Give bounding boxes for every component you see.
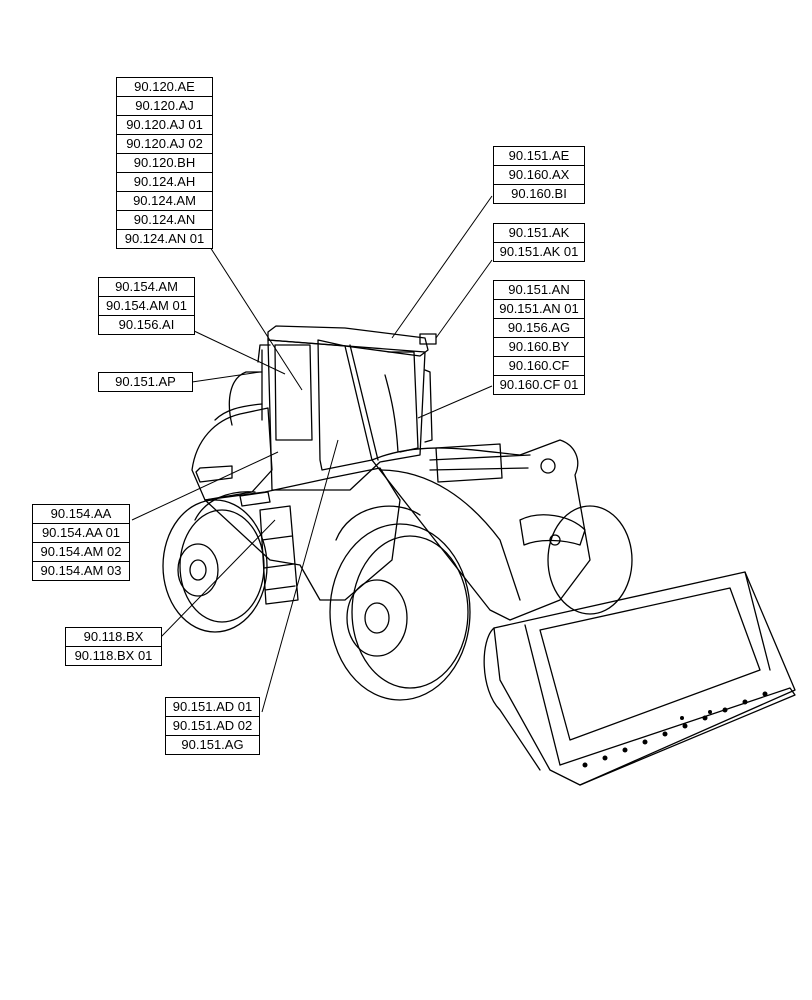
- callout-label: 90.160.CF: [494, 357, 584, 376]
- front-wheel: [329, 523, 471, 701]
- callout-label: 90.156.AG: [494, 319, 584, 338]
- cab-front-rail: [424, 369, 433, 443]
- callout-label: 90.151.AG: [181, 737, 244, 752]
- callout-label: 90.151.AN 01: [494, 300, 584, 319]
- callout-label: 90.124.AH: [117, 173, 212, 192]
- rear-wheel-cap: [189, 559, 207, 581]
- callout-label: 90.154.AM: [99, 278, 194, 297]
- callout-label: 90.151.AK: [494, 224, 584, 243]
- front-wheel-cap: [364, 602, 390, 634]
- callout-label: 90.124.AN 01: [124, 231, 205, 246]
- cab-door-frame: [349, 344, 419, 461]
- callout-label: 90.156.AI: [118, 317, 175, 332]
- arm-pivot: [540, 458, 556, 474]
- far-front-wheel: [547, 505, 633, 615]
- bucket-back: [483, 627, 541, 771]
- callout-label: 90.160.BY: [494, 338, 584, 357]
- callout-label: 90.151.AD 01: [166, 698, 259, 717]
- rear-fender: [194, 491, 256, 521]
- callout-label: 90.120.BH: [117, 154, 212, 173]
- rear-wheel: [162, 499, 268, 633]
- callout-label: 90.151.AK 01: [499, 244, 579, 259]
- loader-arm: [371, 439, 591, 621]
- bucket-lip: [559, 687, 796, 786]
- callout-label: 90.120.AE: [117, 78, 212, 97]
- callout-label: 90.160.BI: [511, 186, 567, 201]
- chassis: [204, 467, 401, 601]
- front-wheel-hub: [346, 579, 408, 657]
- bucket: [493, 571, 796, 786]
- hydraulic-block: [435, 443, 503, 483]
- bucket-interior: [539, 587, 761, 741]
- callout-label: 90.154.AA 01: [33, 524, 129, 543]
- callout-group-handrail: 90.151.AP: [98, 372, 193, 392]
- cab-side-window: [317, 339, 373, 471]
- rear-wheel-hub: [177, 543, 219, 597]
- callout-label: 90.151.AP: [115, 374, 176, 389]
- callout-label: 90.154.AM 01: [99, 297, 194, 316]
- callout-label: 90.160.AX: [494, 166, 584, 185]
- callout-label: 90.118.BX 01: [74, 648, 153, 663]
- step-ladder: [259, 505, 299, 605]
- callout-label: 90.154.AM 02: [33, 543, 129, 562]
- callout-label: 90.120.AJ 02: [117, 135, 212, 154]
- cab-rear-window: [274, 344, 313, 441]
- engine-hood: [191, 407, 273, 501]
- callout-label: 90.160.CF 01: [499, 377, 579, 392]
- callout-label: 90.118.BX: [66, 628, 161, 647]
- callout-label: 90.120.AJ: [117, 97, 212, 116]
- callout-label: 90.154.AM 03: [40, 563, 122, 578]
- hood-top: [214, 403, 263, 421]
- callout-label: 90.120.AJ 01: [117, 116, 212, 135]
- front-fender: [335, 505, 421, 541]
- exhaust-stack: [228, 371, 263, 426]
- tilt-cylinder: [429, 454, 531, 471]
- rear-wheel-tread: [179, 509, 265, 623]
- bucket-side: [524, 571, 771, 766]
- callout-label: 90.151.AN: [494, 281, 584, 300]
- callout-label: 90.151.AD 02: [166, 717, 259, 736]
- cab-roof: [267, 325, 429, 357]
- rear-step: [239, 491, 271, 507]
- callout-label: 90.154.AA: [33, 505, 129, 524]
- callout-label: 90.124.AN: [117, 211, 212, 230]
- leader-lines: [131, 195, 493, 713]
- cutting-edge-bolts: [582, 691, 768, 768]
- callout-label: 90.151.AE: [494, 147, 584, 166]
- grille: [195, 465, 233, 483]
- mirror: [419, 333, 437, 345]
- front-wheel-tread: [351, 535, 469, 689]
- arm-inner: [379, 469, 521, 601]
- bell-crank: [519, 514, 586, 546]
- callout-label: 90.124.AM: [117, 192, 212, 211]
- wiper: [384, 374, 399, 453]
- cab-handrail: [257, 344, 271, 421]
- cab-body: [267, 339, 426, 491]
